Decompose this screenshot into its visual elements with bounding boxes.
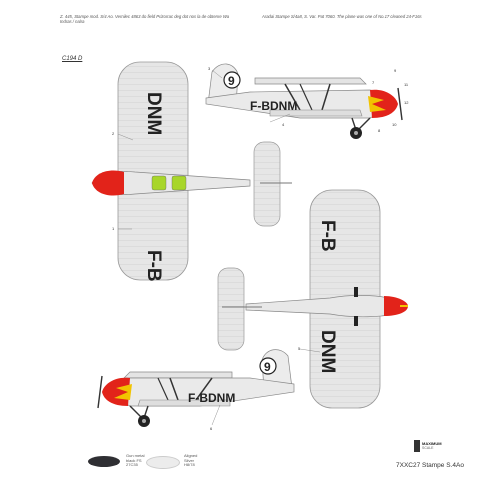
fin-number-lower: 9 — [264, 360, 271, 374]
callout-6: 6 — [210, 426, 213, 431]
callout-12: 12 — [404, 100, 409, 105]
side-registration-lower: F-BDNM — [188, 391, 235, 405]
callout-leaders — [117, 69, 321, 426]
side-registration-upper: F-BDNM — [250, 99, 297, 113]
left-caption: Z. 445, Stampe mod. S/4 Ao. Vernilec 486… — [60, 14, 230, 25]
fin-number: 9 — [228, 74, 235, 88]
callout-2: 2 — [112, 131, 115, 136]
swatch-silver-label: Aligned Silver H8/78 — [184, 453, 198, 468]
scheme-code: C194 D — [62, 56, 83, 62]
under-reg-left: F-B — [317, 220, 338, 252]
callout-1: 1 — [112, 226, 115, 231]
callout-9: 9 — [394, 68, 397, 73]
swatch-gunmetal — [88, 456, 120, 467]
top-view-upper: F-B DNM — [91, 61, 292, 282]
callout-10: 10 — [392, 122, 397, 127]
callout-3: 3 — [208, 66, 211, 71]
side-view-upper: 9 F-BDNM — [205, 63, 403, 139]
callout-8: 8 — [378, 128, 381, 133]
callout-7: 7 — [372, 80, 375, 85]
tailplane — [253, 141, 281, 227]
side-red-cowling — [370, 89, 398, 118]
footer-code: 7XXC27 Stampe S.4Ao — [396, 462, 464, 469]
red-cowling — [92, 170, 124, 196]
under-reg-right: DNM — [317, 330, 338, 373]
callout-5: 5 — [298, 346, 301, 351]
footer-sub: SCALE — [422, 446, 434, 450]
wing-reg-left: F-B — [143, 250, 164, 282]
footer-logo: MAXIMUM SCALE — [414, 440, 448, 452]
swatch-silver — [146, 456, 180, 469]
rear-cockpit — [171, 175, 187, 191]
swatch-gunmetal-label: Gun metal black FS 27C35 — [126, 453, 145, 468]
bottom-view: F-B DNM — [217, 189, 408, 409]
side-view-lower: 9 F-BDNM — [97, 349, 295, 427]
footer-brand: MAXIMUM — [422, 441, 442, 446]
callout-11: 11 — [404, 82, 409, 87]
wing-reg-right: DNM — [143, 92, 164, 135]
right-caption: Aradai Stampe S/4a8, S. Var. Pat 7060. T… — [262, 14, 422, 19]
callout-4: 4 — [282, 122, 285, 127]
front-cockpit — [151, 175, 167, 191]
